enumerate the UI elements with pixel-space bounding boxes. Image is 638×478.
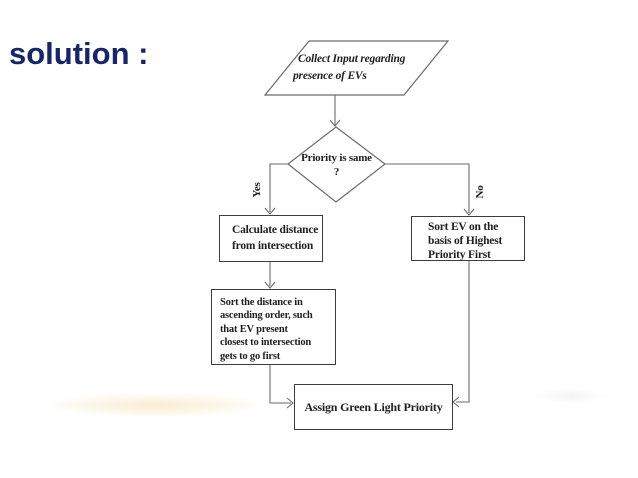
node-text-line: that EV present [220,323,288,335]
node-text-line: Calculate distance [232,224,319,236]
arrowhead-into-sort-distance [264,281,276,289]
flow-node-collect-input: Collect Input regarding presence of EVs [293,51,443,84]
slide-title: solution : [9,36,149,71]
flow-node-sort-ev: Sort EV on the basis of Highest Priority… [411,216,525,261]
watermark-smudge-left [50,393,260,417]
node-text-line: from intersection [232,240,314,253]
node-text-line: Collect Input regarding [298,53,406,65]
node-text-line: presence of EVs [293,69,367,82]
flow-node-calculate-distance: Calculate distance from intersection [219,215,323,262]
arrowhead-into-decision [329,119,341,127]
flow-node-sort-distance: Sort the distance in ascending order, su… [211,289,336,365]
node-text-line: Priority First [428,248,491,261]
watermark-smudge-right [535,388,607,404]
arrowhead-into-calculate [264,207,276,215]
node-text-line: basis of Highest [428,234,503,247]
arrowhead-into-assign-left [286,397,294,409]
connector-sort-distance-to-assign [269,365,291,404]
node-text-line: Sort EV on the [428,221,499,233]
node-text-line: Sort the distance in [220,297,303,308]
node-text-line: ? [333,166,340,179]
arrowhead-into-sort-ev [463,208,475,216]
branch-label-yes: Yes [251,182,263,198]
arrowhead-into-assign-right [452,396,460,408]
node-text-line: Assign Green Light Priority [304,399,443,414]
node-text-line: ascending order, such [220,310,313,322]
node-text-line: Priority is same [301,152,372,164]
node-text-line: closest to intersection [220,337,312,349]
branch-label-no: No [474,185,486,199]
connector-sort-ev-to-assign [456,261,470,403]
connector-yes-branch [269,163,288,212]
flow-node-priority-decision: Priority is same ? [288,151,385,180]
node-text-line: gets to go first [220,350,281,362]
flow-node-assign-green-light: Assign Green Light Priority [294,384,453,430]
connector-no-branch [385,163,470,213]
